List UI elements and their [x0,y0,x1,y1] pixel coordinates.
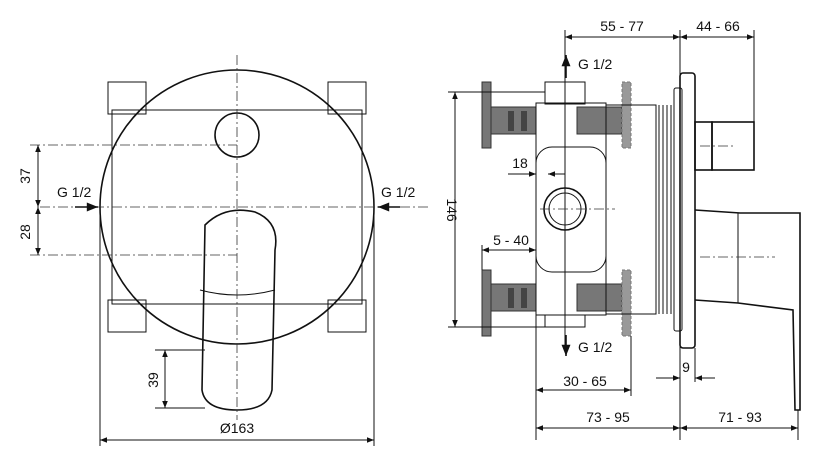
front-view: 37 28 G 1/2 G 1/2 39 Ø163 [17,55,430,446]
dim-diameter-label: Ø163 [220,420,254,436]
dim-71-93-label: 71 - 93 [718,409,762,425]
inlet-left-label: G 1/2 [57,184,91,200]
outlet-bottom-label: G 1/2 [578,339,612,355]
dim-44-66-label: 44 - 66 [696,18,740,34]
lever-handle [201,209,277,411]
side-view: 55 - 77 44 - 66 G 1/2 G 1/2 [444,18,801,440]
dim-18-label: 18 [512,155,528,171]
dim-39-label: 39 [145,372,161,388]
outlet-top-label: G 1/2 [578,56,612,72]
dim-73-95-label: 73 - 95 [586,409,630,425]
dim-146-label: 146 [444,198,460,222]
lever-side [694,209,801,411]
dim-30-65-label: 30 - 65 [563,373,607,389]
dim-9-label: 9 [682,359,690,375]
dim-28-label: 28 [17,224,33,240]
dim-5-40-label: 5 - 40 [493,232,529,248]
dim-37-label: 37 [17,168,33,184]
dim-55-77-label: 55 - 77 [600,18,644,34]
inlet-right-label: G 1/2 [381,184,415,200]
